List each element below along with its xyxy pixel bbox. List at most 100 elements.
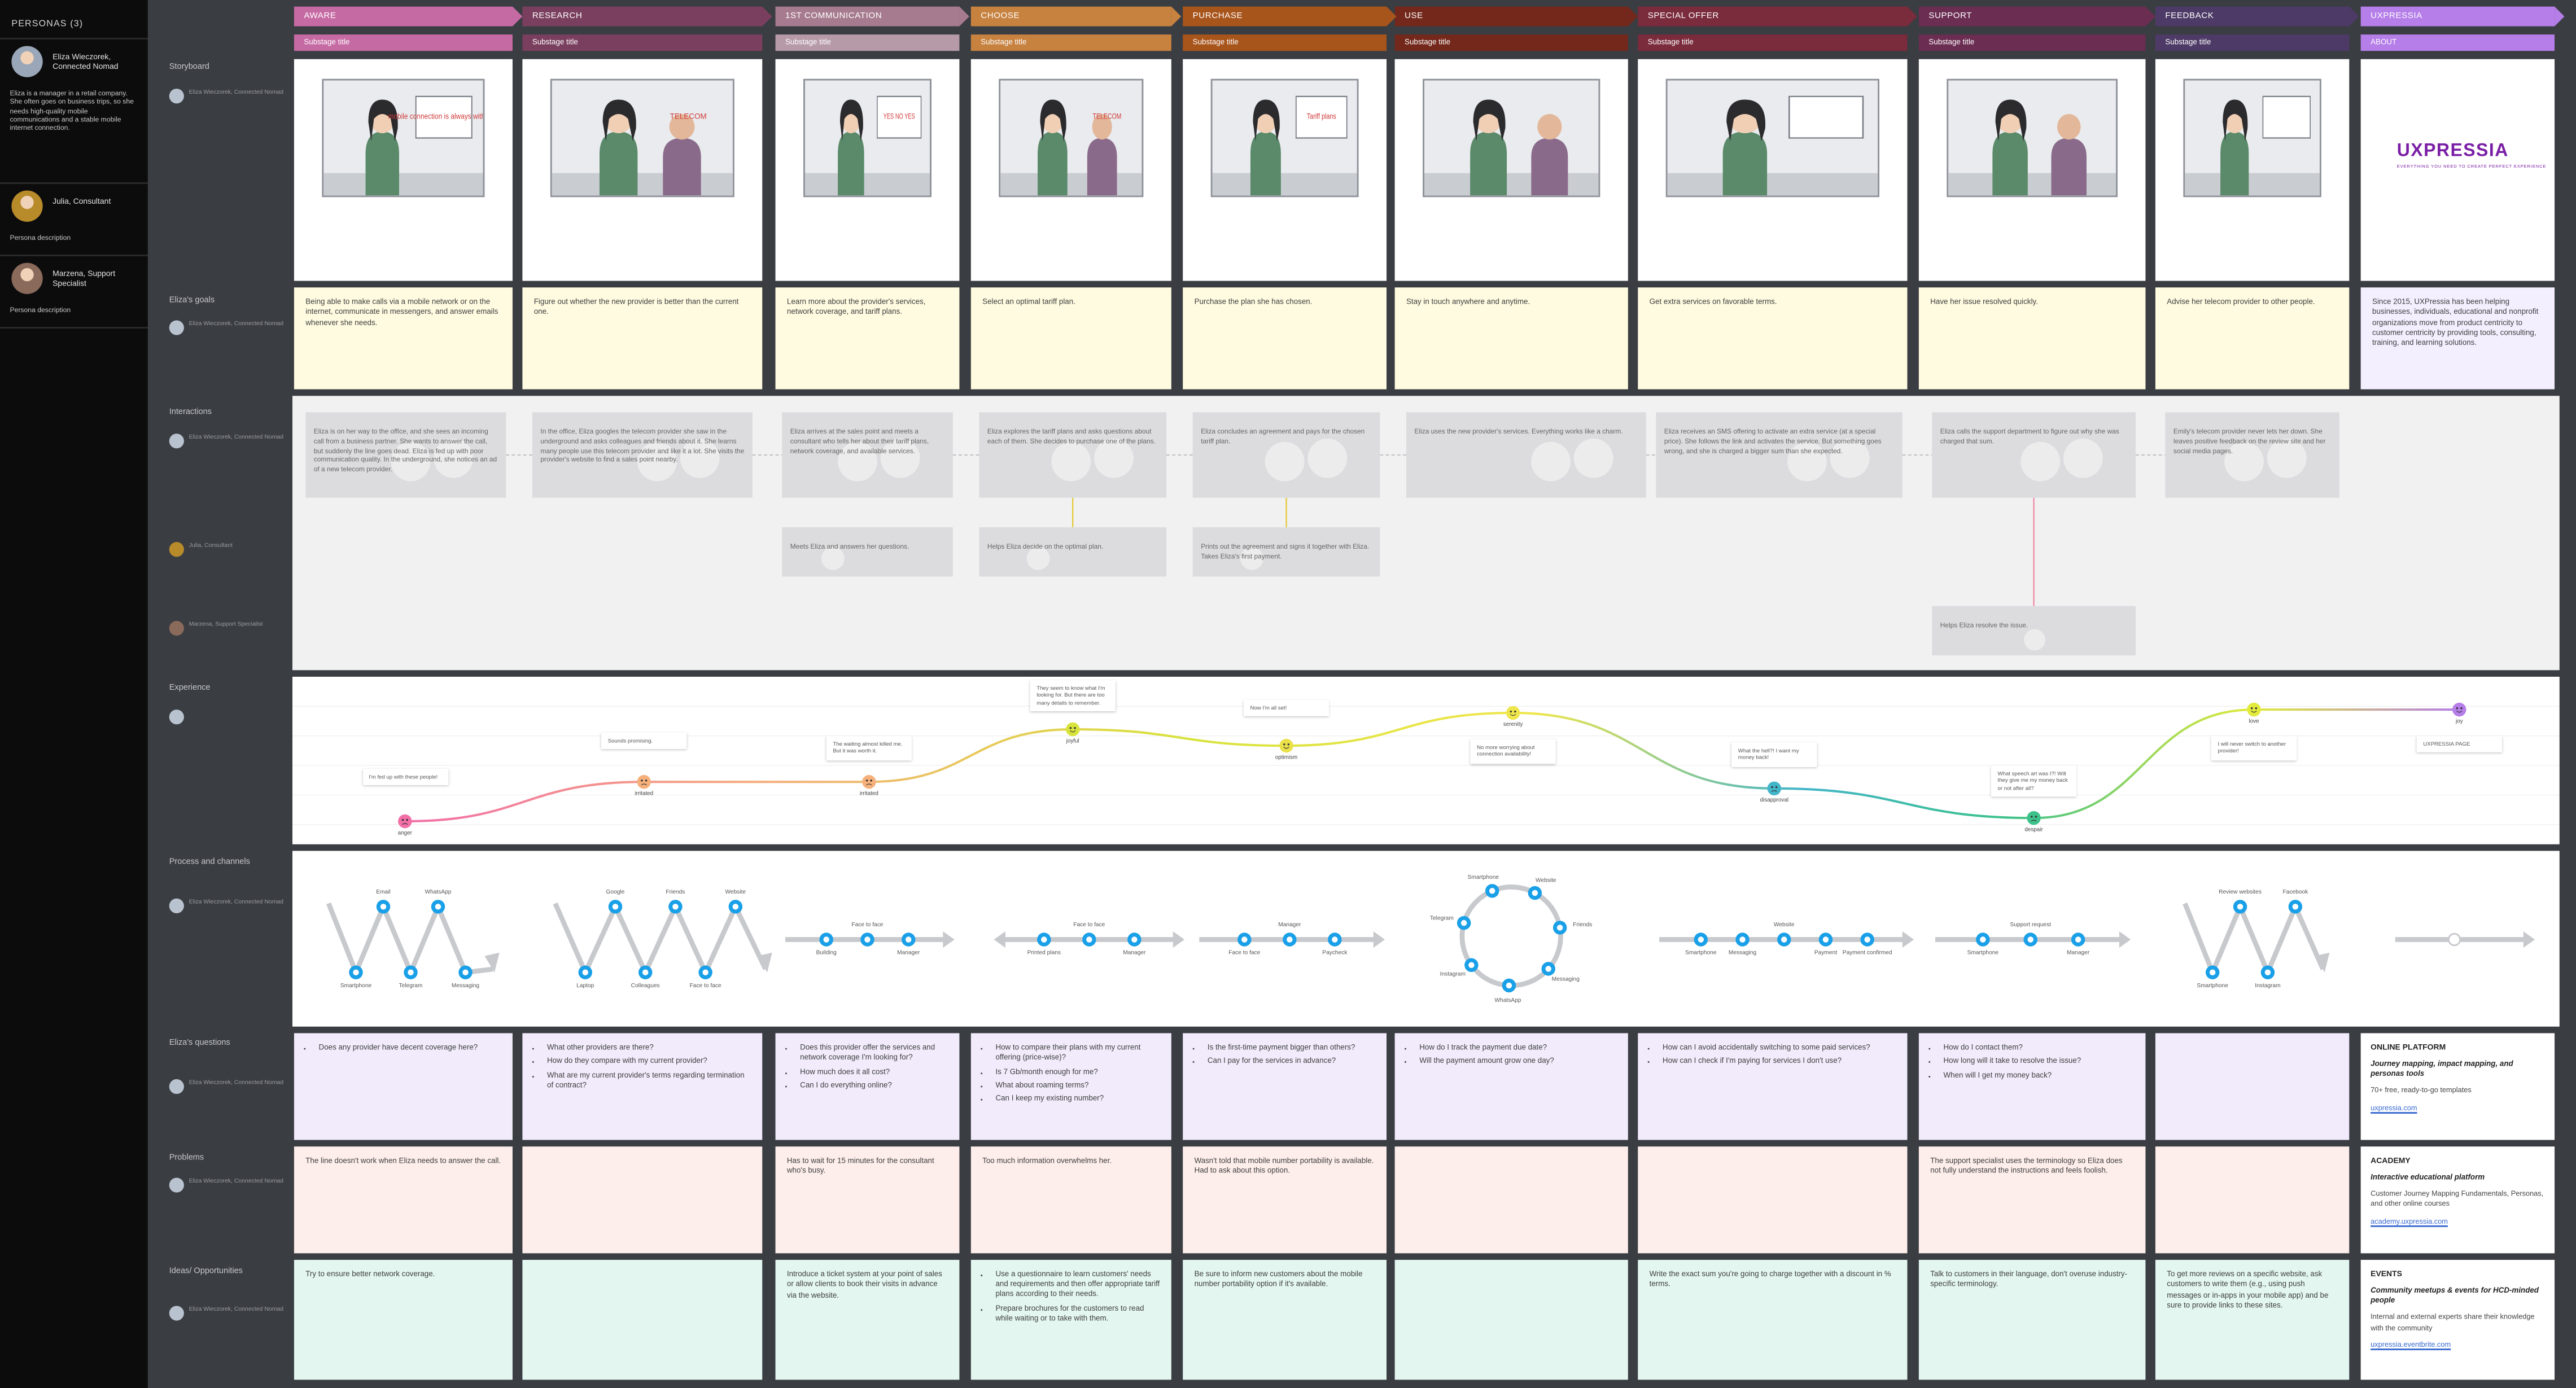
- interaction-card[interactable]: Helps Eliza resolve the issue.: [1932, 606, 2136, 656]
- persona-avatar[interactable]: [11, 262, 43, 294]
- channel-node-icon: [2292, 904, 2299, 910]
- substage-title[interactable]: Substage title: [970, 34, 1171, 51]
- substage-title[interactable]: Substage title: [522, 34, 763, 51]
- channel-node-icon: [1980, 936, 1986, 943]
- channel-node-icon: [2209, 969, 2216, 975]
- owner-avatar: [169, 620, 184, 636]
- stage-header[interactable]: SPECIAL OFFER: [1638, 6, 1917, 27]
- channel-label: Friends: [1573, 922, 1593, 929]
- substage-title[interactable]: Substage title: [294, 34, 513, 51]
- about-link[interactable]: uxpressia.com: [2371, 1103, 2417, 1111]
- storyboard-cell: TELECOM: [522, 59, 763, 281]
- character-body: [1470, 132, 1507, 196]
- emotion-mouth: [2031, 820, 2037, 822]
- second-character-head: [2057, 114, 2081, 140]
- interaction-card[interactable]: Eliza calls the support department to fi…: [1932, 412, 2136, 498]
- persona-avatar[interactable]: [11, 190, 43, 222]
- channel-node-icon: [1739, 936, 1746, 943]
- interaction-card[interactable]: Meets Eliza and answers her questions.: [782, 527, 953, 577]
- stage-header[interactable]: 1ST COMMUNICATION: [775, 6, 969, 27]
- goal-text: Since 2015, UXPressia has been helping b…: [2372, 297, 2539, 347]
- row-owner: Julia, Consultant: [169, 542, 233, 557]
- question-list: How can I avoid accidentally switching t…: [1638, 1033, 1907, 1067]
- substage-title[interactable]: Substage title: [775, 34, 960, 51]
- problem-cell: [522, 1146, 763, 1254]
- about-link[interactable]: uxpressia.eventbrite.com: [2371, 1340, 2451, 1348]
- interaction-card[interactable]: Eliza uses the new provider's services. …: [1406, 412, 1646, 498]
- emotion-eye: [865, 780, 868, 782]
- emotion-label: disapproval: [1760, 796, 1789, 803]
- channel-label: Smartphone: [1467, 874, 1499, 881]
- substage-title[interactable]: Substage title: [1183, 34, 1387, 51]
- about-title: ACADEMY: [2371, 1158, 2411, 1167]
- interaction-card[interactable]: Eliza receives an SMS offering to activa…: [1656, 412, 1903, 498]
- stage-header[interactable]: USE: [1394, 6, 1638, 27]
- question-item: How do they compare with my current prov…: [547, 1057, 751, 1067]
- about-subtitle: Interactive educational platform: [2371, 1172, 2485, 1181]
- problem-cell: [1394, 1146, 1628, 1254]
- stage-header[interactable]: CHOOSE: [970, 6, 1182, 27]
- channel-path: [326, 900, 493, 979]
- channel-label: Website: [1773, 921, 1795, 929]
- emotion-mouth: [866, 783, 872, 786]
- channel-label: WhatsApp: [1494, 997, 1521, 1004]
- stage-header[interactable]: AWARE: [294, 6, 523, 27]
- persona-avatar[interactable]: [11, 46, 43, 77]
- channel-label: Friends: [666, 888, 685, 895]
- channel-node-icon: [408, 969, 414, 975]
- interaction-text: Meets Eliza and answers her questions.: [790, 542, 909, 551]
- channel-node-icon: [1781, 936, 1787, 943]
- emotion-label: despair: [2024, 826, 2043, 833]
- substage-title[interactable]: Substage title: [2155, 34, 2350, 51]
- emotion-point: [1066, 722, 1080, 737]
- experience-note: Now I'm all set!: [1243, 699, 1329, 717]
- experience-note: UXPRESSIA PAGE: [2416, 735, 2502, 753]
- interaction-card[interactable]: Helps Eliza decide on the optimal plan.: [979, 527, 1167, 577]
- interaction-icon: [1531, 441, 1571, 481]
- persona-description: Eliza is a manager in a retail company. …: [10, 89, 134, 132]
- emotion-mouth: [1283, 747, 1289, 749]
- owner-avatar: [169, 710, 184, 725]
- question-item: When will I get my money back?: [1944, 1071, 2135, 1081]
- about-subtitle: Journey mapping, impact mapping, and per…: [2371, 1059, 2513, 1078]
- stage-header[interactable]: UXPRESSIA: [2360, 6, 2565, 27]
- goal-text: Purchase the plan she has chosen.: [1194, 297, 1313, 306]
- substage-title[interactable]: Substage title: [1918, 34, 2146, 51]
- experience-note: What the hell?! I want my money back!: [1731, 742, 1817, 767]
- about-link[interactable]: academy.uxpressia.com: [2371, 1216, 2448, 1225]
- uxpressia-tagline: EVERYTHING YOU NEED TO CREATE PERFECT EX…: [2396, 164, 2547, 169]
- interaction-card[interactable]: Emily's telecom provider never lets her …: [2165, 412, 2339, 498]
- scene-caption: YES NO YES: [884, 112, 915, 121]
- interaction-card[interactable]: Eliza arrives at the sales point and mee…: [782, 412, 953, 498]
- owner-name: Eliza Wieczorek, Connected Nomad: [189, 434, 284, 440]
- stage-header[interactable]: RESEARCH: [522, 6, 772, 27]
- stage-header[interactable]: PURCHASE: [1183, 6, 1397, 27]
- substage-title[interactable]: Substage title: [1394, 34, 1628, 51]
- about-text: Internal and external experts share thei…: [2371, 1313, 2535, 1332]
- scene-board: [1295, 95, 1348, 139]
- emotion-eye: [641, 780, 643, 782]
- interaction-card[interactable]: In the office, Eliza googles the telecom…: [532, 412, 753, 498]
- interaction-card[interactable]: Eliza is on her way to the office, and s…: [305, 412, 506, 498]
- interaction-card[interactable]: Eliza concludes an agreement and pays fo…: [1192, 412, 1380, 498]
- substage-title[interactable]: Substage title: [1638, 34, 1908, 51]
- storyboard-illustration: [1665, 78, 1880, 198]
- interaction-card[interactable]: Eliza explores the tariff plans and asks…: [979, 412, 1167, 498]
- channel-node-icon: [1332, 936, 1338, 943]
- substage-title[interactable]: ABOUT: [2360, 34, 2555, 51]
- channel-node-icon: [582, 969, 589, 975]
- channel-node-icon: [1489, 888, 1495, 894]
- storyboard-cell: [1918, 59, 2146, 281]
- stage-header[interactable]: FEEDBACK: [2155, 6, 2359, 27]
- emotion-label: love: [2249, 717, 2259, 725]
- stage-header[interactable]: SUPPORT: [1918, 6, 2155, 27]
- emotion-eye: [2031, 816, 2033, 818]
- idea-text: Try to ensure better network coverage.: [305, 1269, 435, 1278]
- scene-floor: [2185, 173, 2320, 196]
- channel-arrowhead: [1173, 931, 1185, 948]
- second-character-head: [1537, 114, 1562, 140]
- interaction-card[interactable]: Prints out the agreement and signs it to…: [1192, 527, 1380, 577]
